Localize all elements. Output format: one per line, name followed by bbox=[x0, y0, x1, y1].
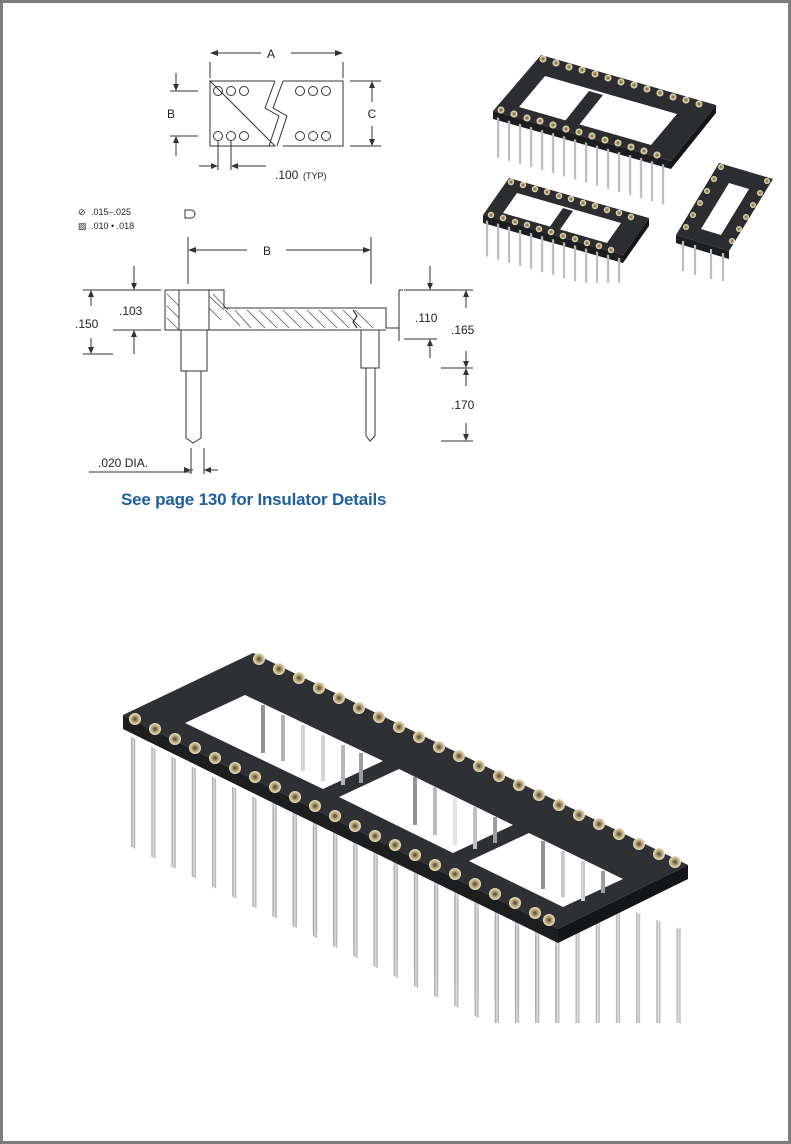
dim-label-b-left: B bbox=[167, 107, 175, 121]
dim-label-c: C bbox=[368, 107, 377, 121]
dim-label-a: A bbox=[267, 47, 275, 61]
socket-family-image bbox=[483, 55, 773, 283]
dim-label-110: .110 bbox=[415, 311, 438, 325]
tolerance-square-symbol: ▨ bbox=[78, 221, 87, 231]
dim-label-b-span: B bbox=[263, 244, 271, 258]
dim-label-103: .103 bbox=[119, 304, 143, 318]
tolerance-round-symbol: ⊘ bbox=[78, 207, 86, 217]
dim-label-170: .170 bbox=[451, 398, 475, 412]
tolerance-round: .015–.025 bbox=[91, 207, 131, 217]
dimension-drawing: A B C .100 (TYP) ⊘ .015–.025 ▨ .010 • .0… bbox=[75, 47, 475, 474]
dim-label-pitch-note: (TYP) bbox=[303, 171, 327, 181]
dim-label-165: .165 bbox=[451, 323, 475, 337]
socket-medium bbox=[483, 178, 649, 283]
dim-label-150: .150 bbox=[75, 317, 99, 331]
tolerance-square: .010 • .018 bbox=[91, 221, 134, 231]
dim-label-pitch: .100 bbox=[275, 168, 299, 182]
insulator-details-link[interactable]: See page 130 for Insulator Details bbox=[121, 490, 387, 509]
socket-large bbox=[493, 55, 716, 207]
socket-narrow bbox=[676, 163, 773, 281]
dim-label-pin-dia: .020 DIA. bbox=[98, 456, 148, 470]
socket-48-pin-image bbox=[123, 653, 688, 1023]
